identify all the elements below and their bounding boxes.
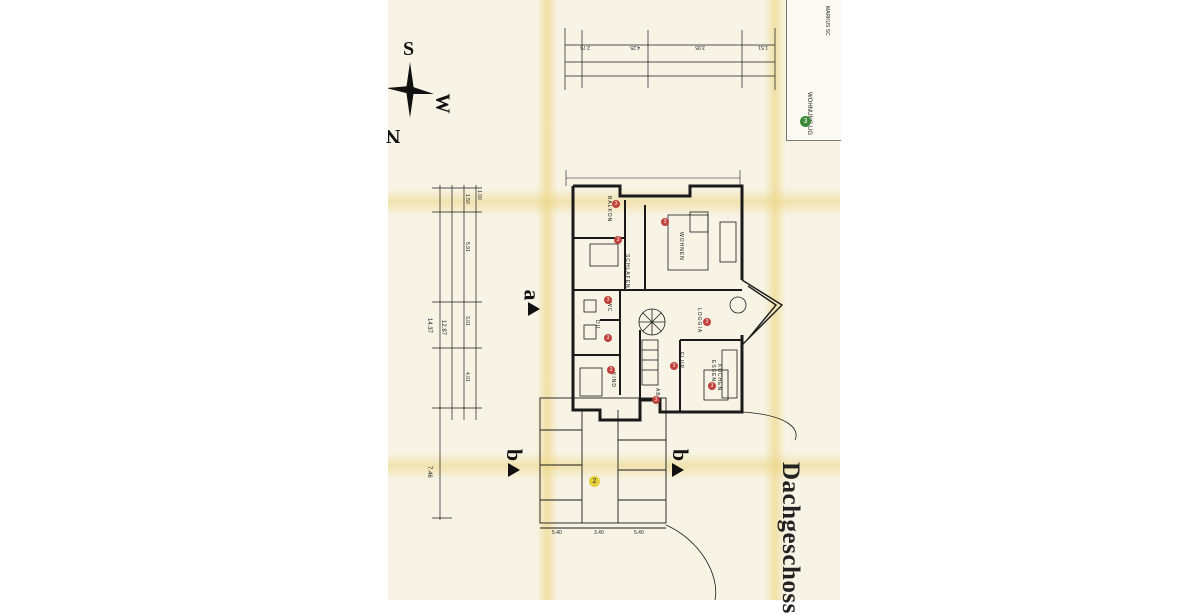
room-number-wc: 3	[604, 296, 612, 304]
compass-north-label: N	[386, 125, 401, 147]
upper-building-dimensions	[565, 170, 741, 186]
dimension-segment: 5.91	[464, 242, 470, 252]
room-number-kuechen: 3	[708, 382, 716, 390]
paper-fold-vertical	[536, 0, 558, 600]
door-swing-arc	[665, 524, 717, 600]
title-block	[786, 0, 841, 141]
floor-plan-drawing	[388, 28, 797, 600]
dimension-segment: 1.00	[476, 190, 482, 200]
room-number-schlafen: 3	[614, 236, 622, 244]
room-number-balkon: 3	[612, 200, 620, 208]
terrace-arc	[741, 411, 797, 441]
title-block-unit: WOHNUNG UG	[806, 92, 812, 135]
paper-fold-horizontal	[388, 452, 840, 480]
room-label-loggia: LOGGIA	[696, 308, 702, 334]
outer-walls	[571, 184, 744, 422]
top-dimension-chains	[564, 28, 776, 90]
compass-rose	[388, 62, 434, 118]
left-dimension-chains	[432, 185, 482, 520]
bay-window	[741, 279, 784, 346]
dimension-second: 12.87	[440, 320, 446, 336]
title-block-owner: MARKUS SC	[824, 6, 830, 36]
room-label-schlafen: SCHLAFEN	[624, 254, 630, 289]
dimension-top: 3.95	[695, 44, 705, 50]
outdoor-stair	[539, 397, 667, 529]
room-number-abst: 3	[652, 396, 660, 404]
section-arrows	[508, 302, 684, 477]
main-stair	[641, 339, 659, 386]
floor-title: Dachgeschoss	[777, 462, 804, 614]
dimension-top: 4.25	[630, 44, 640, 50]
section-marker-b-right: b	[668, 448, 694, 462]
room-number-kind: 3	[607, 366, 615, 374]
room-number-wohnen: 3	[661, 218, 669, 226]
compass-west-label: W	[431, 93, 454, 114]
room-number-loggia: 3	[703, 318, 711, 326]
dimension-bottom: 3.40	[594, 530, 604, 536]
dimension-lower: 7.46	[426, 466, 432, 478]
section-marker-a: a	[519, 289, 545, 301]
dimension-bottom: 5.40	[552, 530, 562, 536]
room-label-flur: FLUR	[678, 352, 684, 370]
room-number-flur: 3	[670, 362, 678, 370]
room-number-du: 3	[604, 334, 612, 342]
room-label-wohnen: WOHNEN	[678, 232, 684, 261]
dimension-top: 1.51	[758, 44, 768, 50]
dimension-bottom: 5.40	[634, 530, 644, 536]
compass-south-label: S	[403, 38, 415, 60]
stair-number: 2	[589, 476, 600, 487]
room-label-kuechen: KÜCHEN	[716, 364, 722, 392]
room-label-du: DU	[594, 320, 600, 330]
room-label-balkon: BALKON	[606, 196, 612, 223]
dimension-segment: 1.50	[464, 194, 470, 204]
furniture	[579, 211, 747, 401]
title-block-badge: 3	[800, 116, 811, 127]
room-label-kind: KIND	[610, 372, 616, 388]
interior-walls	[573, 200, 742, 412]
dimension-segment: 3.01	[464, 316, 470, 326]
section-marker-b-left: b	[502, 448, 528, 462]
dimension-overall: 14.37	[426, 318, 432, 334]
dimension-segment: 4.01	[464, 372, 470, 382]
plan-sheet	[388, 0, 840, 600]
dimension-top: 2.76	[580, 44, 590, 50]
spiral-stair	[638, 308, 666, 336]
